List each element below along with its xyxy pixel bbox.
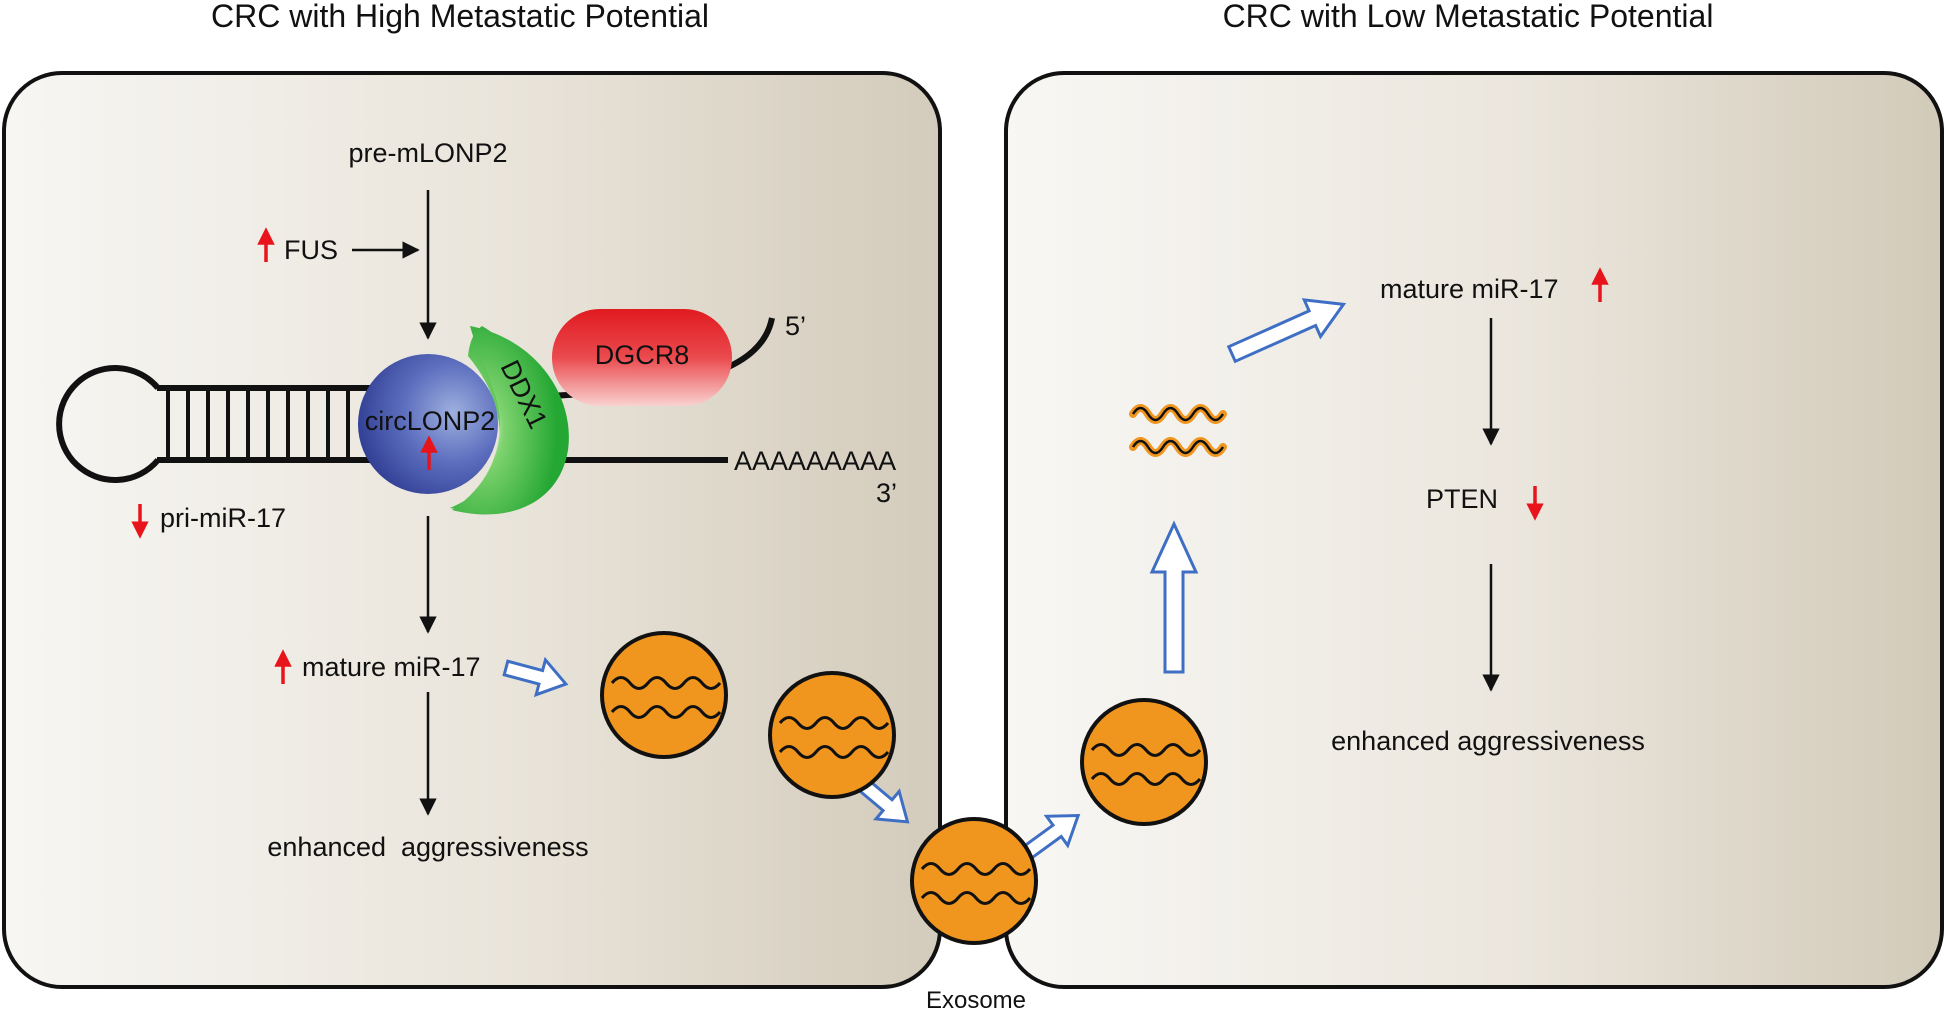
- released-mir17-molecules: [1129, 404, 1227, 457]
- high-metastatic-panel: [2, 71, 942, 989]
- pri-mir17-hairpin: [56, 365, 370, 483]
- circlonp2-molecule: [358, 354, 498, 494]
- three-prime-label: 3’: [876, 478, 897, 508]
- fus-label: FUS: [284, 235, 338, 265]
- exosome-uptaken: [1080, 698, 1208, 826]
- circlonp2-label: circLONP2: [365, 406, 496, 436]
- outcome-low: enhanced aggressiveness: [1331, 726, 1645, 756]
- mature-mir17-label-high: mature miR-17: [302, 652, 481, 682]
- cargo-to-mature-mir17-arrow: [1226, 298, 1347, 364]
- five-prime-label: 5’: [785, 311, 806, 341]
- exosome-left-panel: [600, 631, 728, 759]
- exosome-uptake-arrow: [1021, 814, 1081, 860]
- exosome-label: Exosome: [926, 987, 1026, 1014]
- poly-a-tail: AAAAAAAAA: [734, 446, 896, 476]
- pri-mir17-label: pri-miR-17: [160, 503, 286, 533]
- outcome-high: enhanced aggressiveness: [267, 832, 588, 862]
- exosome-in-transit: [910, 817, 1038, 945]
- pten-label: PTEN: [1426, 484, 1498, 514]
- exosome-released: [768, 671, 896, 799]
- exosome-cargo-release-arrow: [1149, 520, 1199, 674]
- low-panel-title: CRC with Low Metastatic Potential: [1223, 0, 1714, 34]
- pre-mlonp2-label: pre-mLONP2: [348, 138, 507, 168]
- dgcr8-protein: [552, 309, 732, 406]
- mature-mir17-label-low: mature miR-17: [1380, 274, 1559, 304]
- dgcr8-label: DGCR8: [595, 340, 690, 370]
- ddx1-body: [452, 326, 569, 515]
- low-metastatic-panel: [1004, 71, 1944, 989]
- mir17-to-exosome-arrow: [502, 656, 569, 698]
- high-panel-title: CRC with High Metastatic Potential: [211, 0, 709, 34]
